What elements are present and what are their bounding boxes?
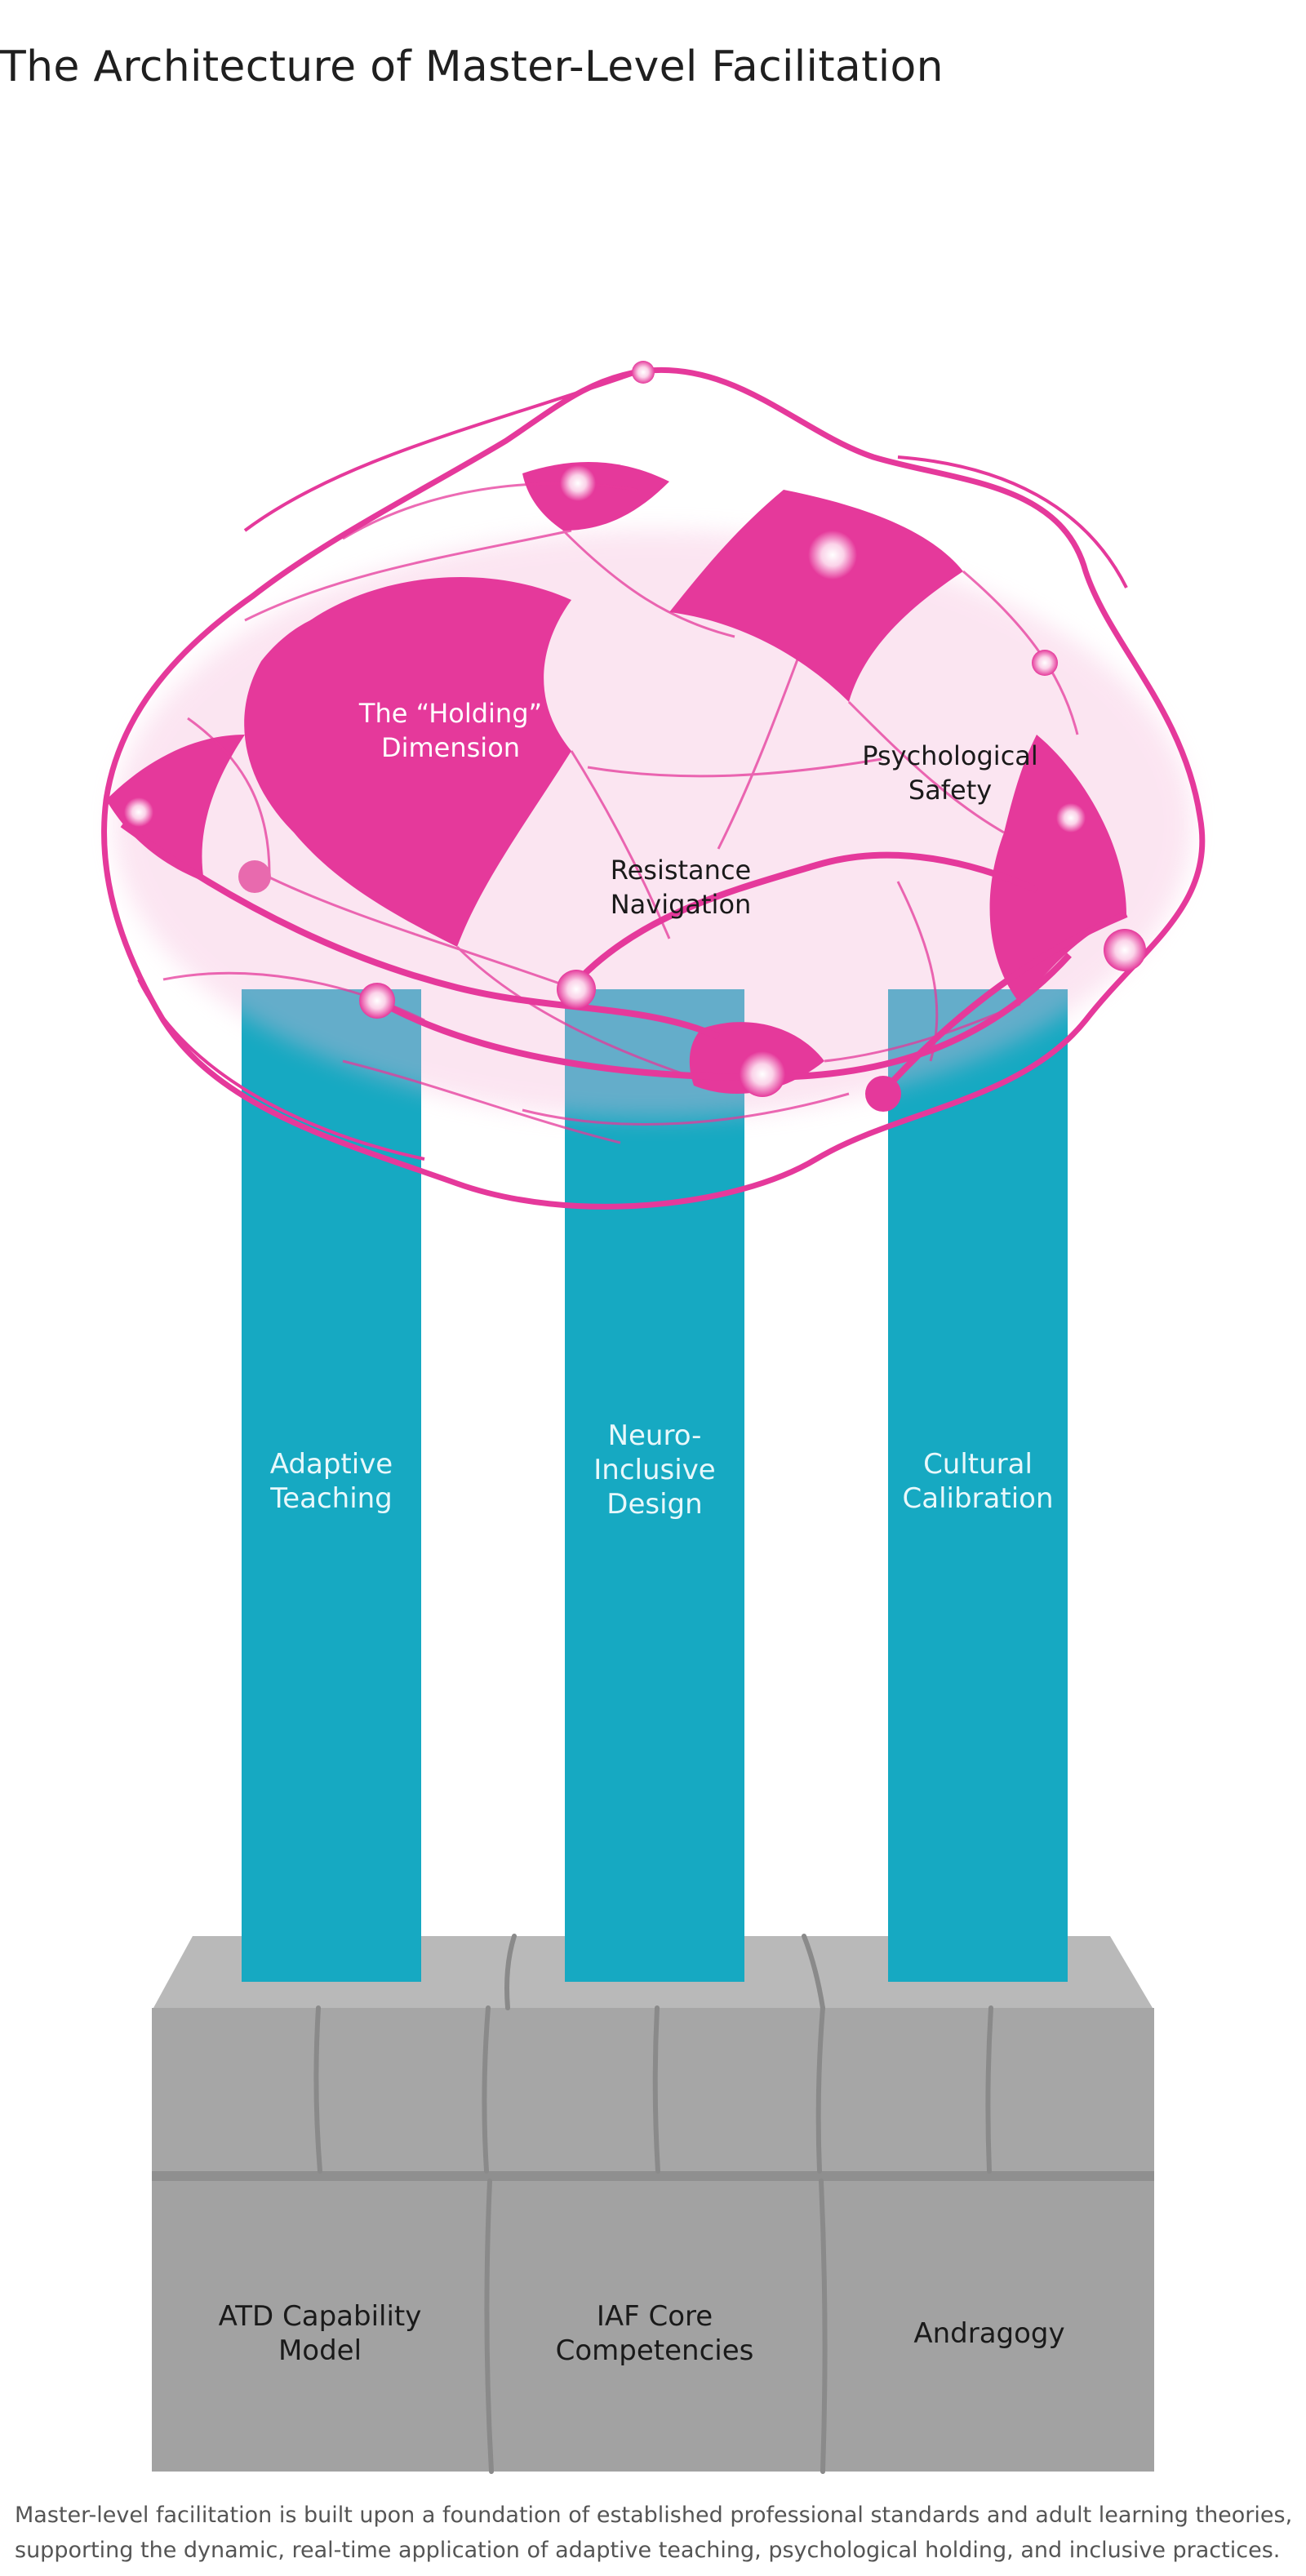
network-node (124, 797, 153, 827)
network-node (560, 465, 596, 501)
foundation-course-joint (152, 2171, 1154, 2181)
page-title: The Architecture of Master-Level Facilit… (0, 42, 944, 91)
network-label-holding: The “Holding”Dimension (358, 698, 542, 763)
pillar-label-line: Design (606, 1488, 702, 1521)
network-nodes (124, 361, 1146, 1112)
pillar-neuro-inclusive-design (565, 989, 744, 1982)
network-node (1032, 650, 1058, 676)
network-node (865, 1076, 901, 1112)
network-label-holding-line: Dimension (381, 732, 520, 763)
network-label-safety-line: Psychological (862, 740, 1038, 771)
pillar-adaptive-teaching (242, 989, 421, 1982)
network-label-resistance-line: Navigation (611, 889, 752, 920)
foundation-label-line: Model (278, 2334, 362, 2367)
network-node (632, 361, 655, 384)
network-node (1104, 929, 1146, 971)
network-node (359, 983, 395, 1019)
foundation-label-line: Andragogy (913, 2317, 1064, 2350)
caption: Master-level facilitation is built upon … (15, 2498, 1293, 2568)
foundation-label: Andragogy (913, 2317, 1064, 2350)
pillar-label-line: Cultural (923, 1448, 1033, 1481)
pillar-cultural-calibration (888, 989, 1068, 1982)
caption-line-2: supporting the dynamic, real-time applic… (15, 2538, 1281, 2563)
network-node (238, 860, 271, 893)
network-outer-boundary (101, 366, 1206, 1210)
network-strands (162, 482, 1079, 1144)
foundation-label-line: IAF Core (597, 2300, 713, 2333)
pillar-label-line: Neuro- (608, 1419, 702, 1452)
network-label-safety-line: Safety (908, 775, 992, 806)
pillar-label-line: Teaching (269, 1482, 393, 1515)
network-node (1056, 803, 1086, 833)
network-label-holding-line: The “Holding” (358, 698, 542, 729)
caption-line-1: Master-level facilitation is built upon … (15, 2503, 1293, 2528)
pillar-label-line: Adaptive (270, 1448, 393, 1481)
network-outer-strand (137, 370, 1128, 1161)
network-label-resistance-line: Resistance (611, 855, 751, 886)
pillar-label-line: Inclusive (593, 1454, 715, 1486)
pillar-label-line: Calibration (903, 1482, 1054, 1515)
foundation-label-line: ATD Capability (219, 2300, 422, 2333)
foundation-cracks (313, 1934, 993, 2474)
foundation-lower-course (152, 2181, 1154, 2472)
network-node (557, 970, 596, 1009)
foundation-label-line: Competencies (556, 2334, 754, 2367)
network-node (808, 531, 857, 580)
network-node (740, 1051, 785, 1097)
